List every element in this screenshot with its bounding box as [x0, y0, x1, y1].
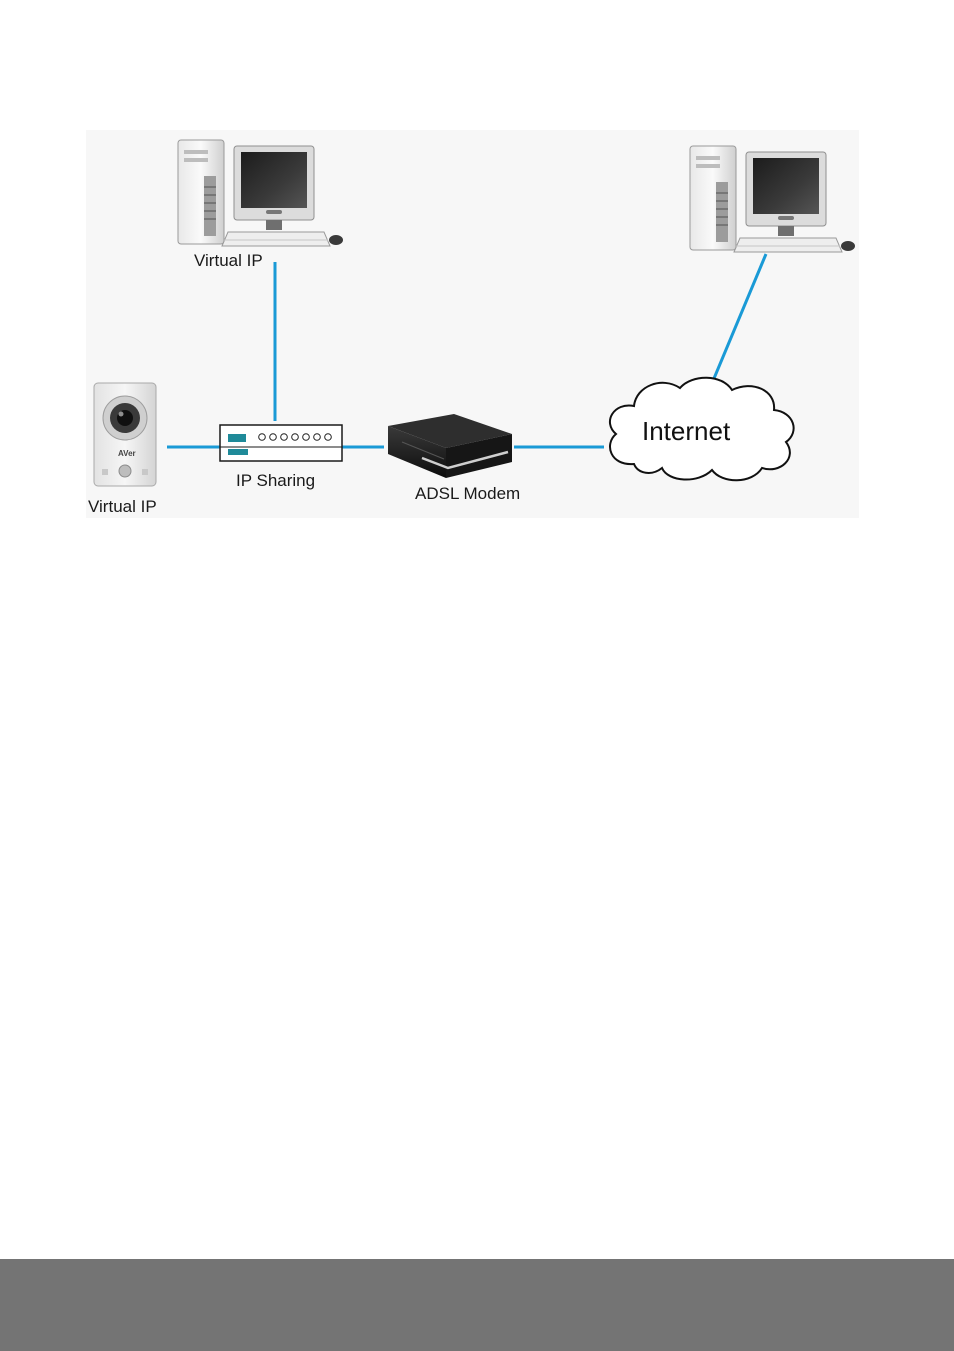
camera-label: Virtual IP — [88, 497, 157, 516]
footer-bar — [0, 1259, 954, 1351]
desktop-computer-icon — [178, 140, 343, 246]
ip-camera-icon: AVer — [94, 383, 156, 486]
router-icon — [220, 425, 342, 461]
link-internet-to-pc — [710, 254, 766, 388]
desktop-computer-icon — [690, 146, 855, 252]
modem-icon — [388, 414, 512, 478]
ip-sharing-label: IP Sharing — [236, 471, 315, 490]
cloud-icon: Internet — [610, 378, 794, 481]
camera-logo: AVer — [118, 449, 136, 458]
pc-left-label: Virtual IP — [194, 251, 263, 270]
cloud-label: Internet — [642, 416, 731, 446]
network-diagram: AVer Internet Virtual IP IP Sharing ADSL… — [86, 130, 859, 518]
adsl-modem-label: ADSL Modem — [415, 484, 520, 503]
